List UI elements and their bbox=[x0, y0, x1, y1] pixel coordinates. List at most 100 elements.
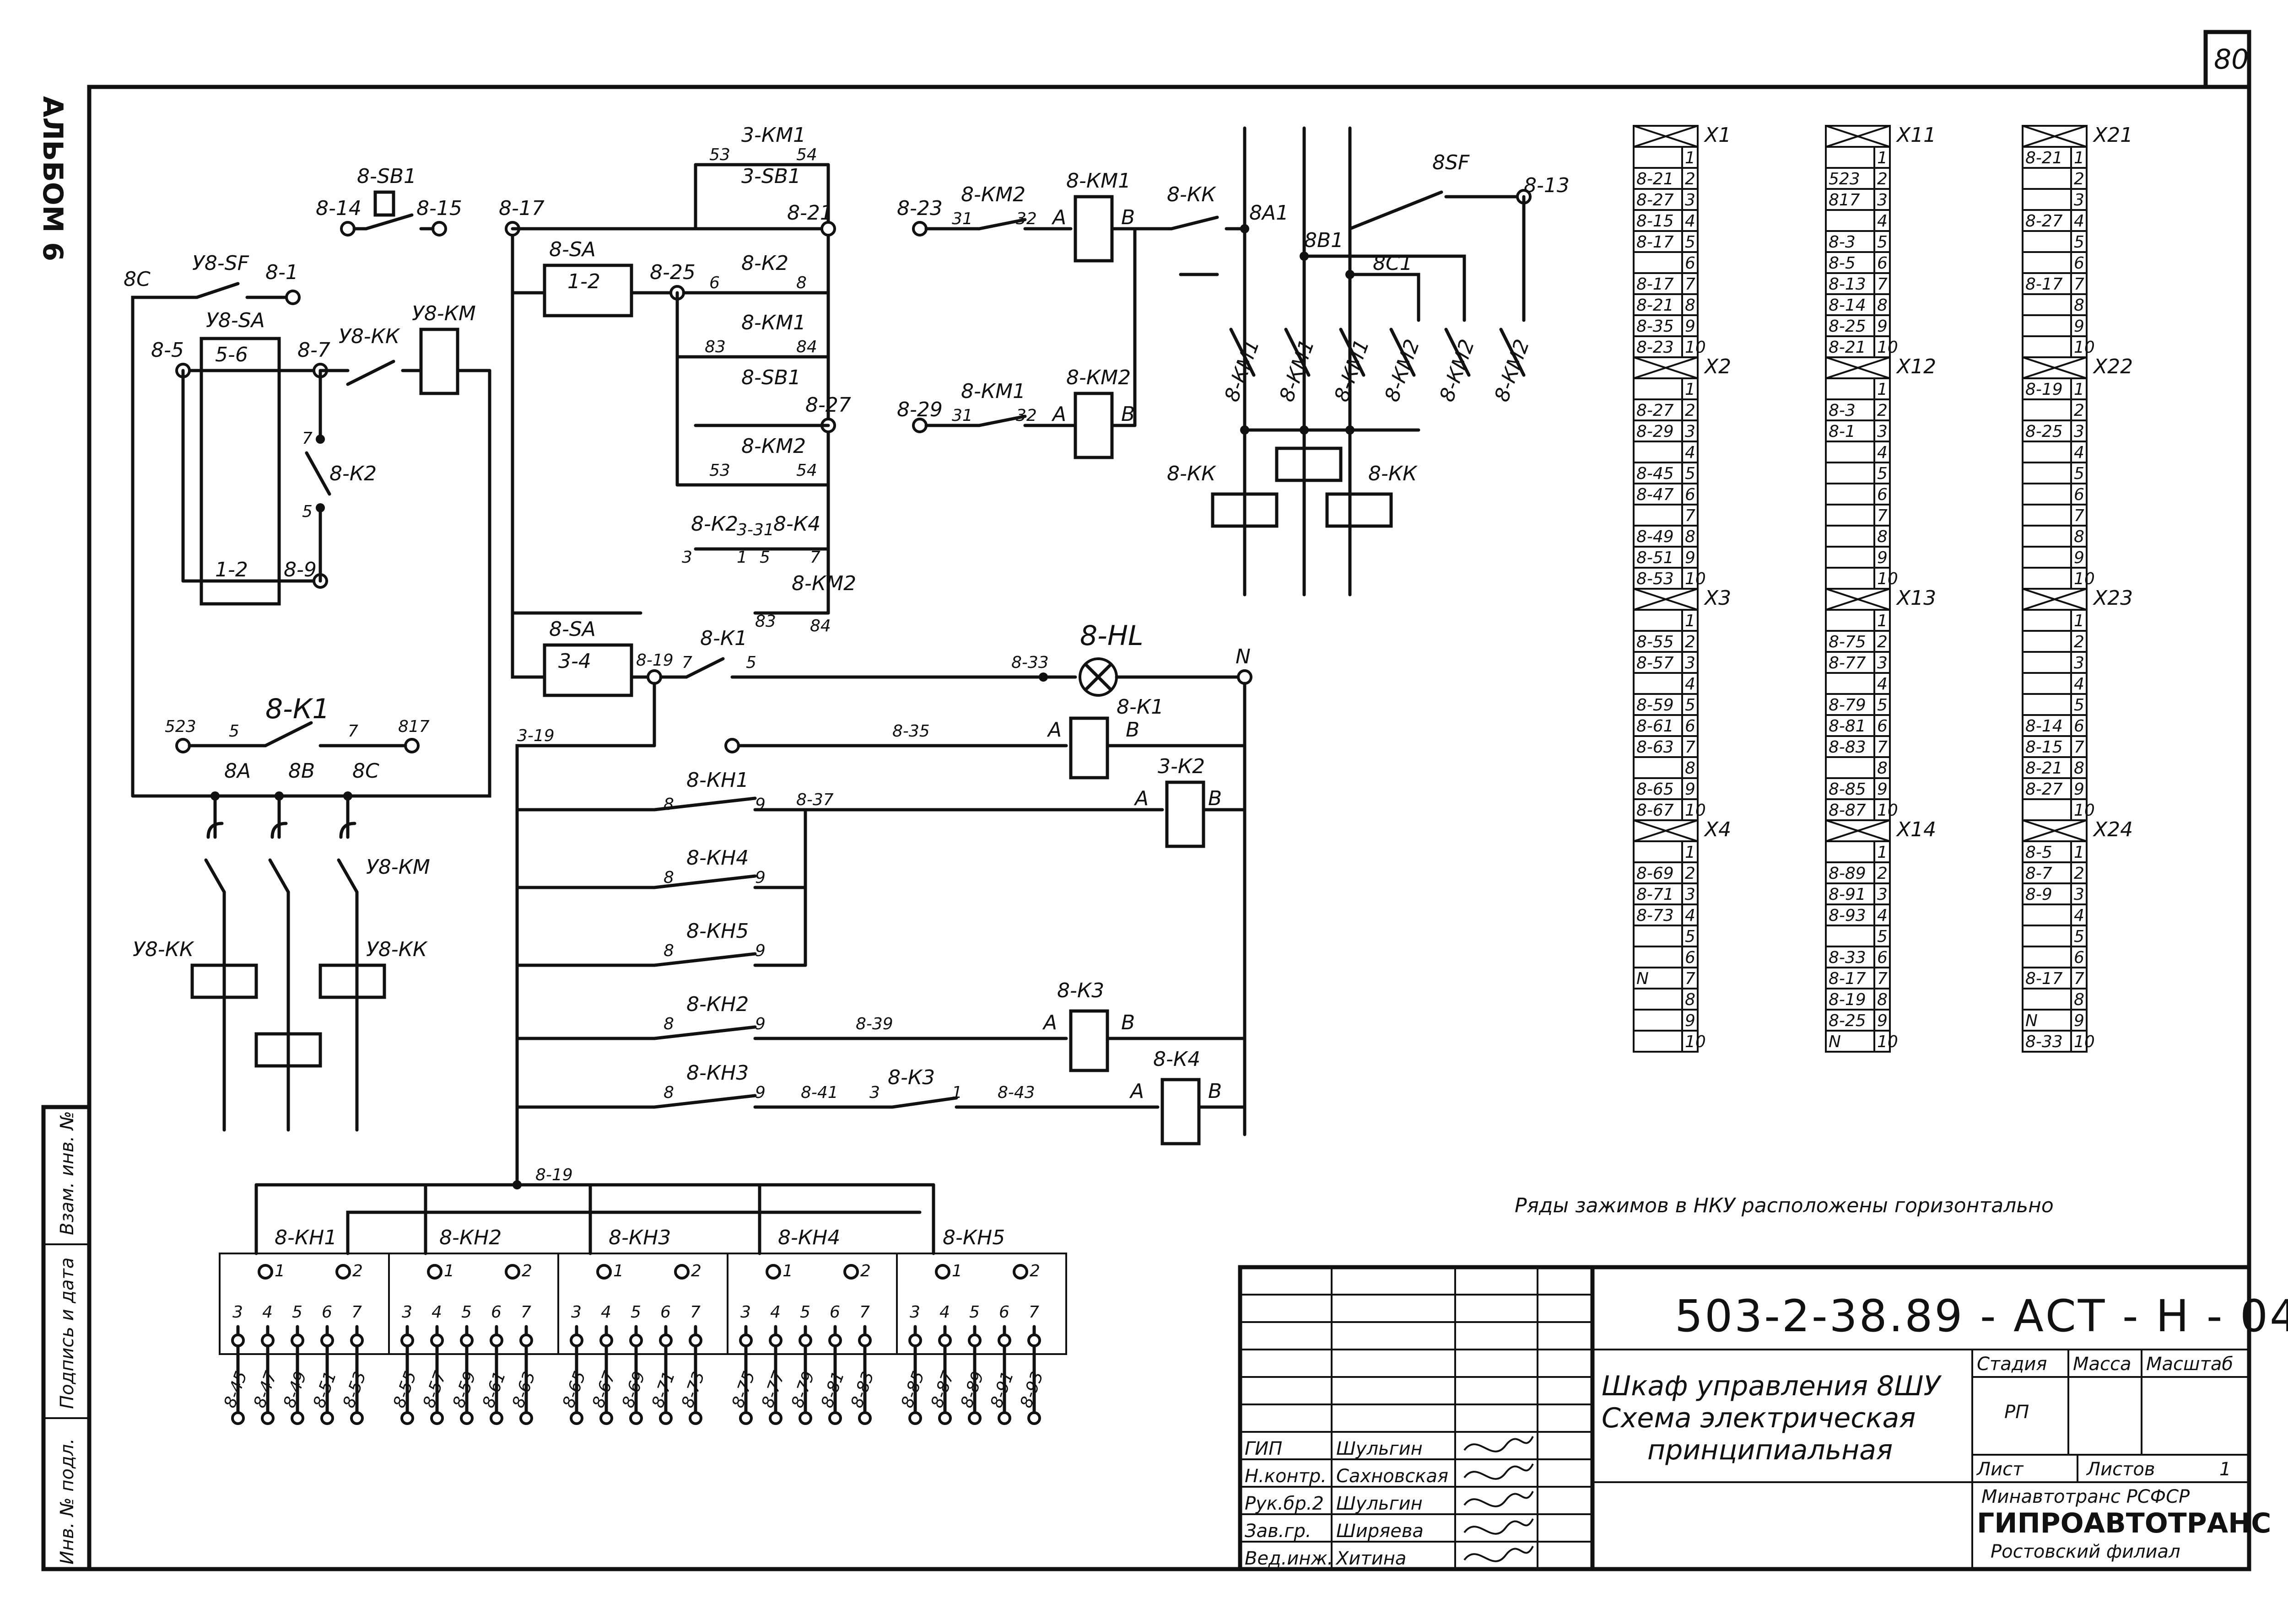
terminal-wire: 8-5 bbox=[1829, 254, 1856, 273]
terminal-number: 10 bbox=[1685, 1032, 1706, 1051]
kh-output-label: 8-53 bbox=[340, 1369, 370, 1410]
kh-pin-label: 1 bbox=[613, 1262, 624, 1280]
kh-output-end bbox=[739, 1411, 753, 1425]
kh-output-terminal bbox=[968, 1334, 982, 1347]
svg-text:3-SB1: 3-SB1 bbox=[741, 165, 801, 188]
terminal-number: 2 bbox=[2074, 401, 2084, 420]
terminal-wire: 8-17 bbox=[1636, 275, 1674, 294]
kh-output-label: 8-47 bbox=[250, 1369, 281, 1410]
kh-output-label: 8-51 bbox=[310, 1369, 340, 1410]
terminal-number: 7 bbox=[1877, 506, 1888, 525]
svg-text:8-КМ2: 8-КМ2 bbox=[1066, 366, 1131, 389]
kh-output-label: 8-91 bbox=[987, 1369, 1017, 1410]
terminal-wire: 8-35 bbox=[1636, 317, 1674, 336]
kh-pin-number: 7 bbox=[859, 1303, 870, 1322]
svg-text:8-19: 8-19 bbox=[636, 651, 674, 670]
document-code: 503-2-38.89 - АСТ - Н - 040 bbox=[1675, 1291, 2288, 1342]
svg-text:8-SB1: 8-SB1 bbox=[357, 165, 416, 188]
svg-text:8-23: 8-23 bbox=[897, 197, 943, 220]
kh-pin-label: 1 bbox=[444, 1262, 454, 1280]
kh-output-terminal bbox=[460, 1334, 474, 1347]
terminal-wire: 8-17 bbox=[1636, 233, 1674, 252]
terminal-number: 4 bbox=[1877, 212, 1888, 231]
terminal-wire: 8-29 bbox=[1636, 422, 1674, 441]
svg-text:3-31: 3-31 bbox=[737, 521, 774, 539]
terminal-block-name: Х1 bbox=[1704, 124, 1731, 147]
svg-text:8-К2: 8-К2 bbox=[329, 462, 377, 485]
kh-output-terminal bbox=[908, 1334, 922, 1347]
svg-text:8-КН1: 8-КН1 bbox=[686, 769, 749, 792]
kh-block-4: 8-КН4 bbox=[727, 1226, 898, 1355]
kh-output-terminal bbox=[689, 1334, 702, 1347]
kh-pin-label: 2 bbox=[691, 1262, 702, 1280]
kh-pin-label: 1 bbox=[275, 1262, 285, 1280]
svg-text:7: 7 bbox=[348, 722, 358, 741]
kh-output-label: 8-79 bbox=[788, 1369, 818, 1410]
kh-pin-number: 7 bbox=[690, 1303, 701, 1322]
svg-text:8: 8 bbox=[664, 941, 674, 960]
kh-pin-label: 1 bbox=[952, 1262, 962, 1280]
svg-text:5: 5 bbox=[746, 653, 756, 672]
kh-pin-number: 5 bbox=[631, 1303, 641, 1322]
terminal-block-name: Х2 bbox=[1704, 355, 1731, 378]
svg-text:8-КН5: 8-КН5 bbox=[943, 1226, 1005, 1249]
svg-text:А: А bbox=[1042, 1011, 1057, 1034]
svg-text:8-43: 8-43 bbox=[998, 1083, 1035, 1102]
terminal-wire: 8-25 bbox=[2025, 422, 2063, 441]
sig-role-5: Вед.инж. bbox=[1245, 1548, 1333, 1569]
kh-output-end bbox=[490, 1411, 503, 1425]
terminal-row bbox=[1633, 1030, 1699, 1053]
kh-pin-number: 5 bbox=[292, 1303, 302, 1322]
terminal-wire: 8-17 bbox=[2025, 275, 2063, 294]
svg-text:3-4: 3-4 bbox=[558, 650, 591, 673]
svg-text:8-19: 8-19 bbox=[535, 1166, 573, 1184]
kh-pin-1 bbox=[427, 1264, 442, 1280]
kh-pin-2 bbox=[674, 1264, 690, 1280]
terminal-number: 5 bbox=[1877, 233, 1888, 252]
terminal-block-name: Х11 bbox=[1896, 124, 1936, 147]
terminal-number: 5 bbox=[1685, 696, 1695, 715]
terminal-number: 1 bbox=[1685, 612, 1695, 630]
kh-output-label: 8-87 bbox=[928, 1369, 958, 1410]
svg-text:8-КН3: 8-КН3 bbox=[686, 1061, 749, 1085]
svg-text:8-35: 8-35 bbox=[892, 722, 930, 741]
svg-text:8-КН5: 8-КН5 bbox=[686, 920, 749, 943]
y8-circuit: 8С У8-SF 8-1 У8-SA 5-6 1-2 8-5 8-7 8-9 У… bbox=[124, 252, 491, 798]
terminal-block-name: Х14 bbox=[1896, 818, 1936, 841]
svg-text:6: 6 bbox=[709, 274, 720, 292]
svg-text:У8-КК: У8-КК bbox=[339, 325, 400, 348]
kh-pin-1 bbox=[596, 1264, 612, 1280]
svg-text:8-К1: 8-К1 bbox=[700, 627, 747, 650]
svg-text:В: В bbox=[1208, 1080, 1222, 1103]
k1-power-contacts: 8-К1 523 817 5 7 8А 8В 8С У8-КМ У8-КК У8… bbox=[133, 693, 430, 1132]
svg-text:31: 31 bbox=[952, 210, 973, 228]
terminal-wire: N bbox=[1636, 969, 1649, 988]
terminal-wire: 8-87 bbox=[1829, 801, 1866, 820]
terminal-number: 3 bbox=[2074, 885, 2084, 904]
terminal-number: 3 bbox=[1877, 191, 1888, 210]
svg-text:А: А bbox=[1129, 1080, 1144, 1103]
kh-output-terminal bbox=[659, 1334, 673, 1347]
terminal-block-name: Х3 bbox=[1704, 586, 1731, 610]
svg-text:8-КН1: 8-КН1 bbox=[275, 1226, 337, 1249]
terminal-number: 1 bbox=[1685, 843, 1695, 862]
sig-name-3: Шульгин bbox=[1336, 1493, 1423, 1514]
terminal-number: 3 bbox=[1877, 885, 1888, 904]
terminal-wire: 8-27 bbox=[1636, 401, 1674, 420]
svg-text:А: А bbox=[1133, 787, 1149, 810]
kh-pin-2 bbox=[335, 1264, 351, 1280]
kh-pin-number: 4 bbox=[770, 1303, 781, 1322]
sig-name-5: Хитина bbox=[1335, 1548, 1406, 1569]
terminal-number: 4 bbox=[2074, 212, 2084, 231]
terminal-wire: 8-71 bbox=[1636, 885, 1674, 904]
svg-text:5: 5 bbox=[229, 722, 239, 741]
terminal-wire: 8-73 bbox=[1636, 906, 1674, 925]
svg-text:У8-КК: У8-КК bbox=[133, 938, 194, 961]
svg-text:84: 84 bbox=[810, 617, 831, 635]
kh-output-end bbox=[998, 1411, 1011, 1425]
terminal-wire: 8-53 bbox=[1636, 570, 1674, 588]
terminal-number: 7 bbox=[1877, 738, 1888, 757]
terminal-wire: 8-77 bbox=[1829, 654, 1866, 672]
kh-output-end bbox=[828, 1411, 842, 1425]
